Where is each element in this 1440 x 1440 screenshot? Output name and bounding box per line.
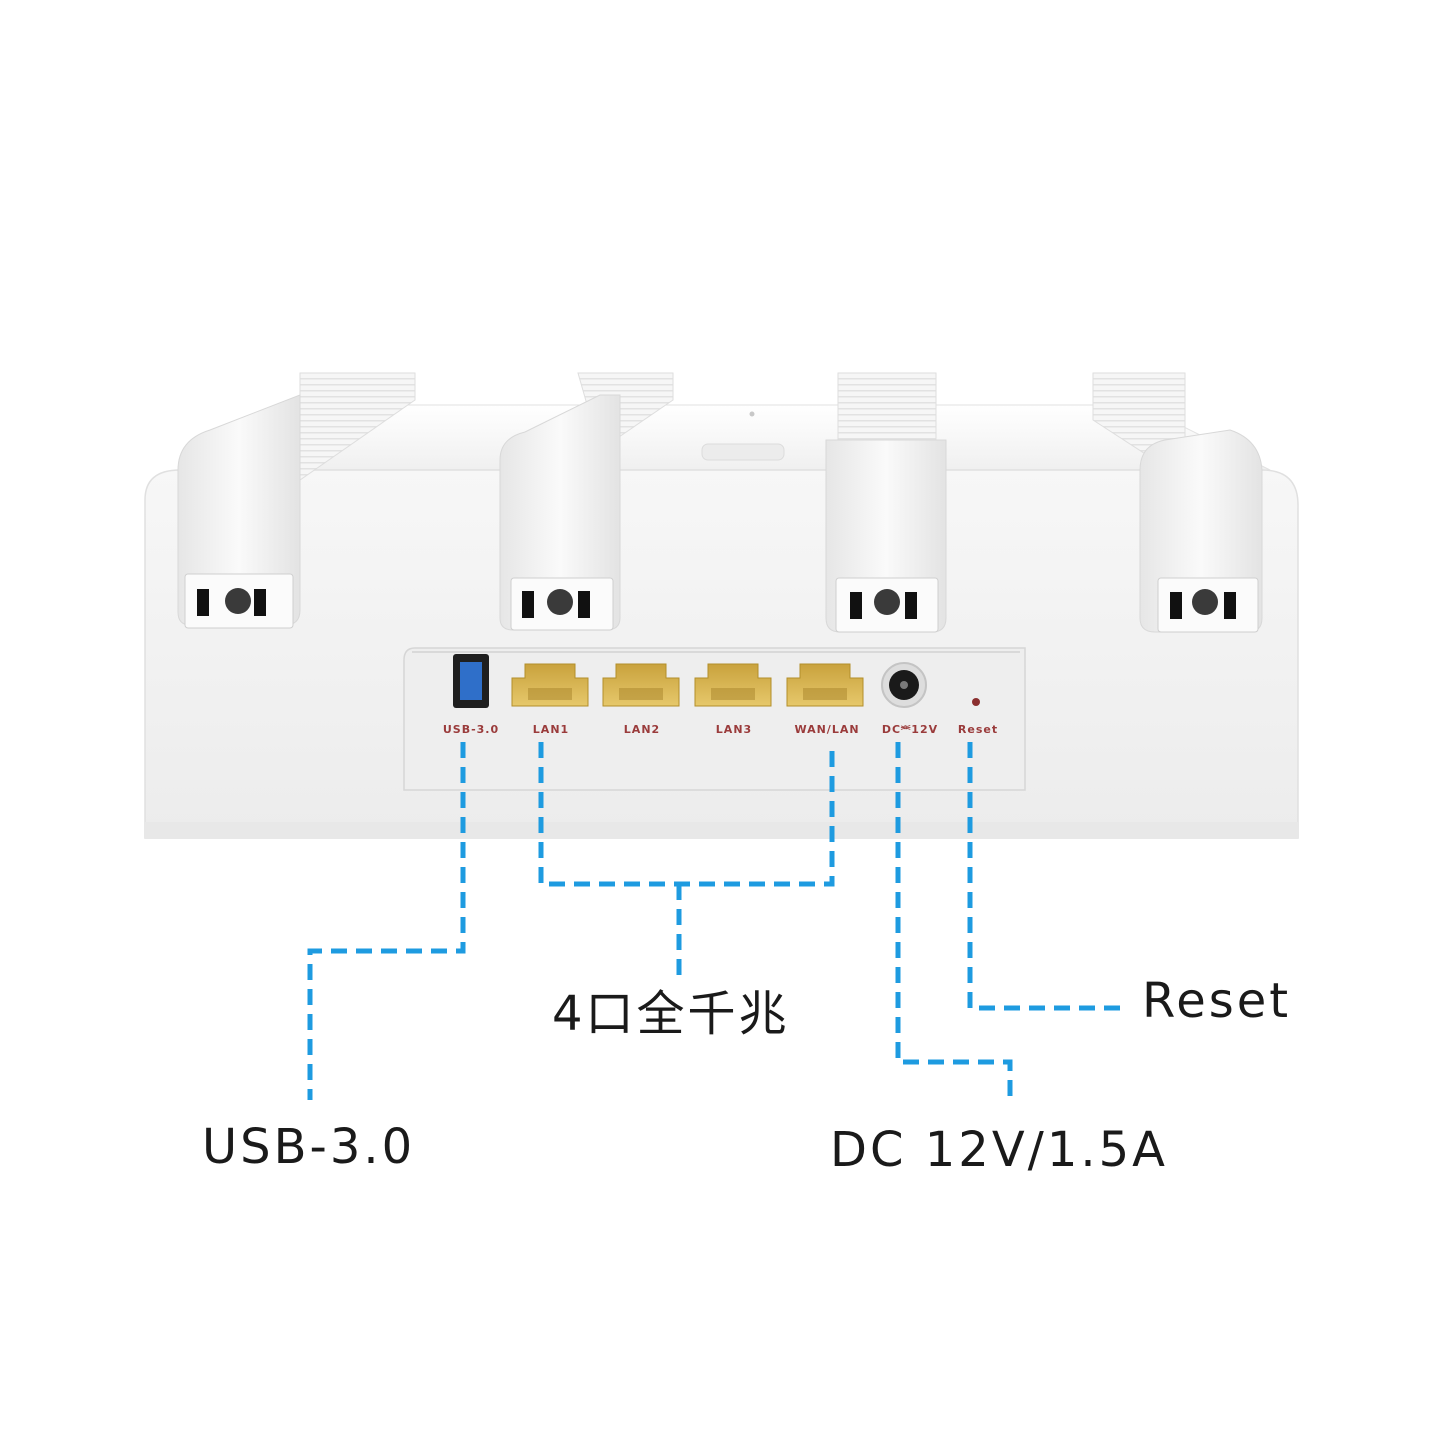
reset-callout: Reset (1142, 973, 1291, 1029)
lan2-port-label: LAN2 (624, 723, 660, 736)
antenna-4 (1092, 372, 1263, 633)
dc-power-jack[interactable] (881, 662, 927, 708)
lan3-port-label: LAN3 (716, 723, 752, 736)
ethernet-port-lan1[interactable] (511, 663, 589, 707)
antenna-1 (177, 372, 416, 629)
usb-leader-line (307, 742, 466, 1100)
power-leader-line (895, 742, 1013, 1102)
gigabit-callout: 4口全千兆 (552, 986, 790, 1042)
ethernet-port-lan2[interactable] (602, 663, 680, 707)
reset-port-label: Reset (958, 723, 998, 736)
antenna-2 (499, 372, 674, 631)
ethernet-port-lan3[interactable] (694, 663, 772, 707)
reset-pinhole[interactable] (972, 698, 980, 706)
wan-port-label: WAN/LAN (794, 723, 859, 736)
usb-port-label: USB-3.0 (443, 723, 499, 736)
reset-leader-line (967, 742, 1128, 1011)
lan1-port-label: LAN1 (533, 723, 569, 736)
dc-port-label: DC⎃12V (882, 723, 938, 736)
usb-callout: USB-3.0 (202, 1119, 415, 1175)
usb-3-port[interactable] (453, 654, 489, 708)
power-callout: DC 12V/1.5A (830, 1122, 1168, 1178)
antenna-3 (825, 372, 947, 633)
gigabit-leader-line (538, 742, 835, 975)
ethernet-port-wan[interactable] (786, 663, 864, 707)
